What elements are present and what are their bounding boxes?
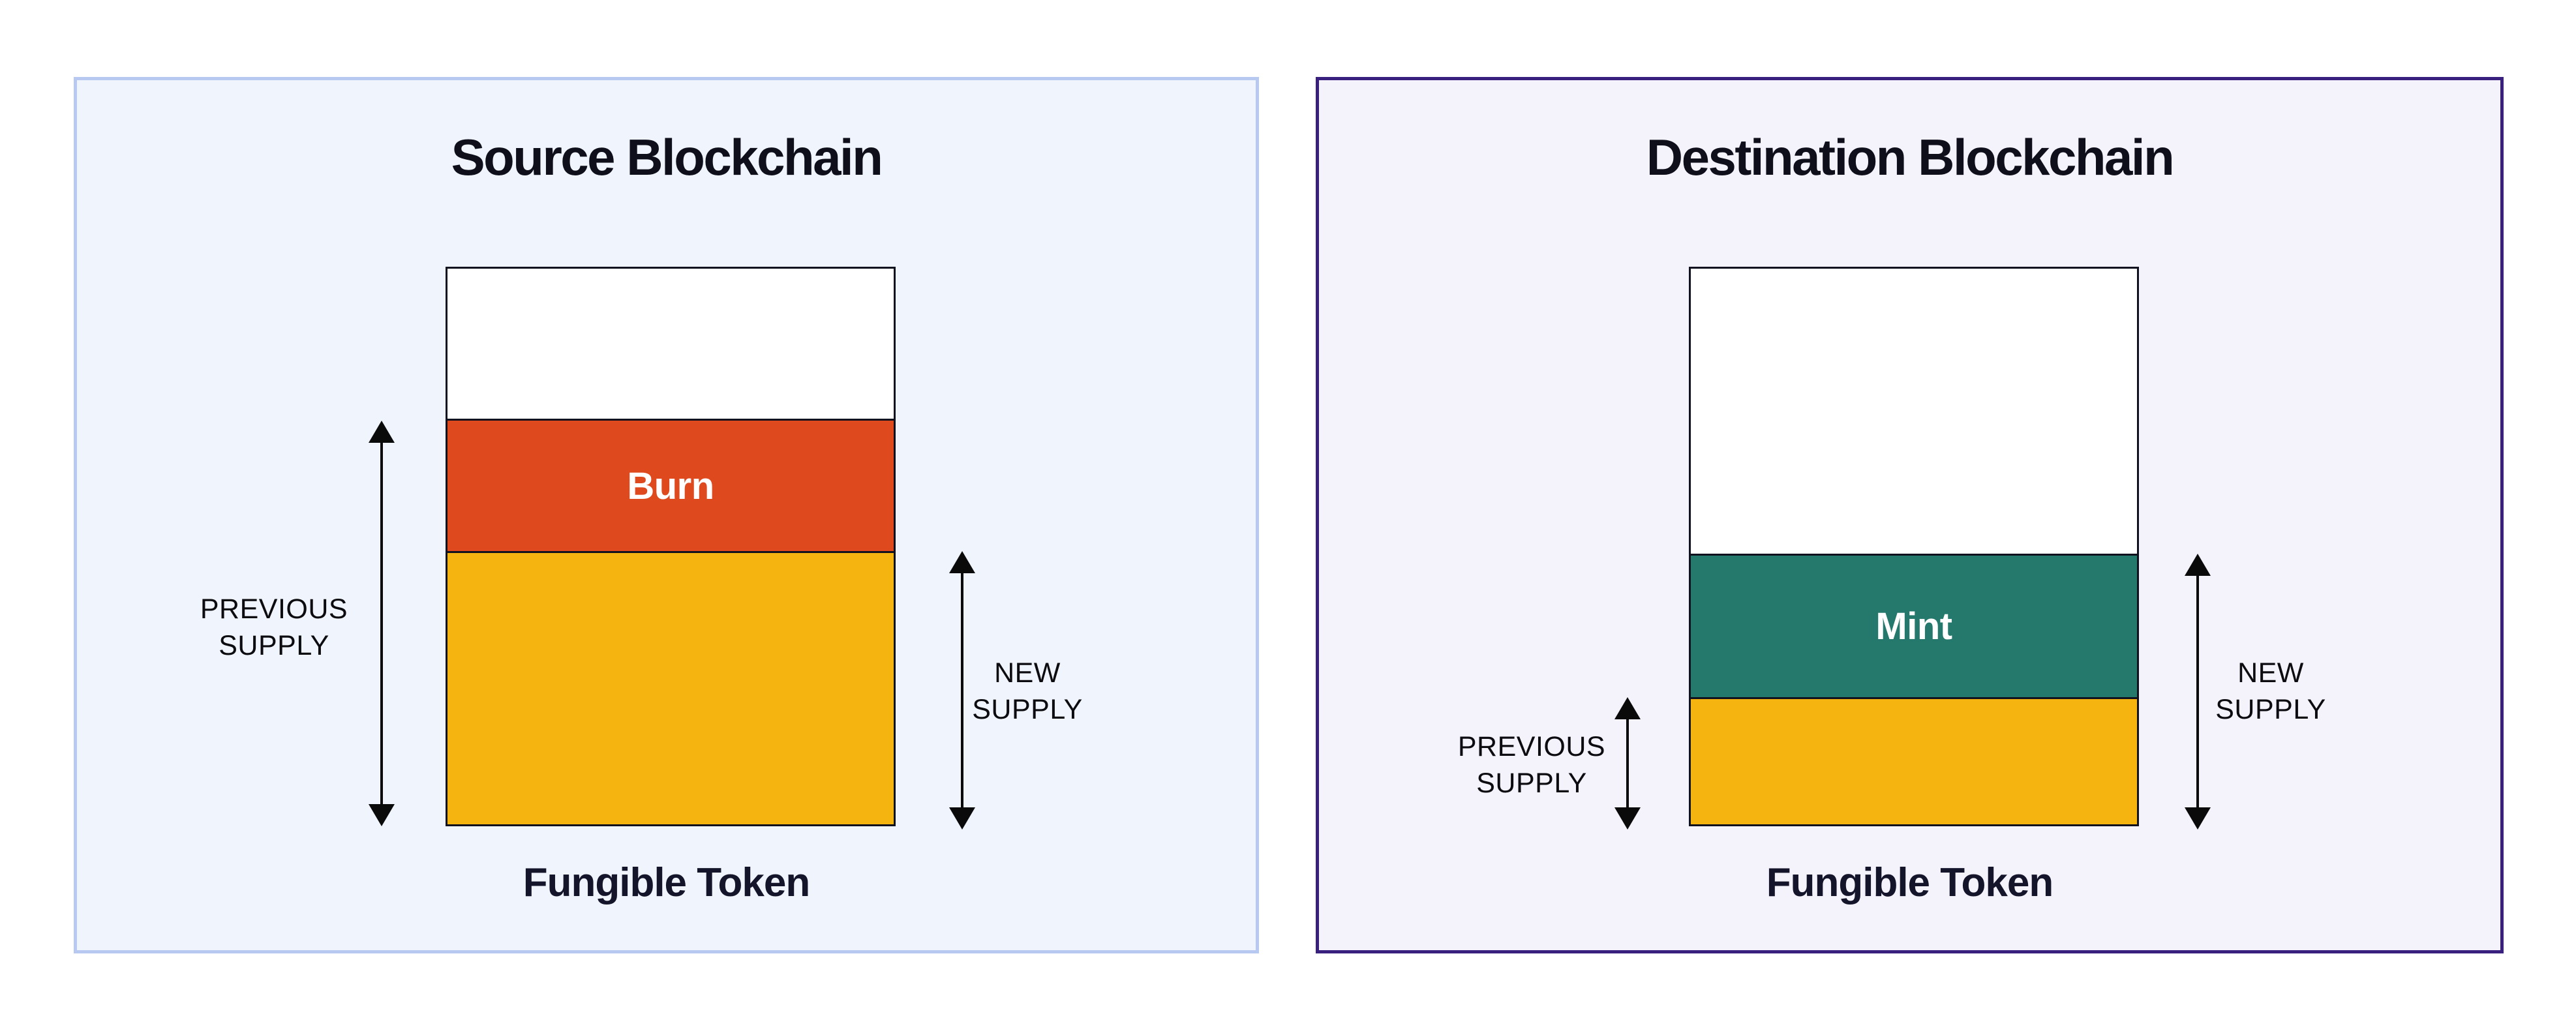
source-token-supply-bar: Burn — [446, 267, 896, 826]
arrow-up-icon — [949, 551, 975, 573]
arrow-down-icon — [949, 807, 975, 830]
source-bar-segment-burn: Burn — [447, 419, 894, 551]
source-new-supply-arrow-icon — [949, 551, 975, 830]
arrow-up-icon — [2185, 554, 2211, 576]
destination-previous-supply-arrow-icon — [1614, 697, 1641, 830]
arrow-shaft — [961, 573, 963, 807]
source-bar-caption: Fungible Token — [523, 860, 811, 905]
arrow-down-icon — [1614, 807, 1641, 830]
destination-token-supply-bar: Mint — [1689, 267, 2139, 826]
destination-bar-caption: Fungible Token — [1766, 860, 2054, 905]
source-new-supply-label: NEW SUPPLY — [972, 657, 1083, 725]
destination-previous-supply-label: PREVIOUS SUPPLY — [1457, 731, 1606, 799]
destination-bar-segment-previous-supply — [1691, 697, 2137, 824]
destination-new-supply-arrow-icon — [2185, 554, 2211, 830]
source-bar-segment-remaining-supply — [447, 551, 894, 824]
source-previous-supply-arrow-icon — [369, 421, 395, 826]
destination-panel-title: Destination Blockchain — [1646, 128, 2175, 186]
burn-label: Burn — [627, 464, 714, 507]
mint-label: Mint — [1875, 605, 1952, 648]
arrow-down-icon — [369, 804, 395, 826]
destination-bar-segment-headroom — [1691, 269, 2137, 554]
arrow-up-icon — [369, 421, 395, 443]
source-panel-title: Source Blockchain — [451, 128, 883, 186]
arrow-shaft — [2196, 576, 2199, 807]
arrow-up-icon — [1614, 697, 1641, 719]
arrow-shaft — [1626, 719, 1629, 807]
arrow-shaft — [380, 443, 383, 804]
destination-bar-segment-mint: Mint — [1691, 554, 2137, 697]
source-previous-supply-label: PREVIOUS SUPPLY — [200, 593, 348, 661]
source-bar-segment-headroom — [447, 269, 894, 419]
destination-blockchain-panel: Destination Blockchain Mint PREVIOUS SUP… — [1316, 77, 2504, 953]
destination-new-supply-label: NEW SUPPLY — [2215, 657, 2326, 725]
arrow-down-icon — [2185, 807, 2211, 830]
source-blockchain-panel: Source Blockchain Burn PREVIOUS SUPPLY N… — [74, 77, 1259, 953]
